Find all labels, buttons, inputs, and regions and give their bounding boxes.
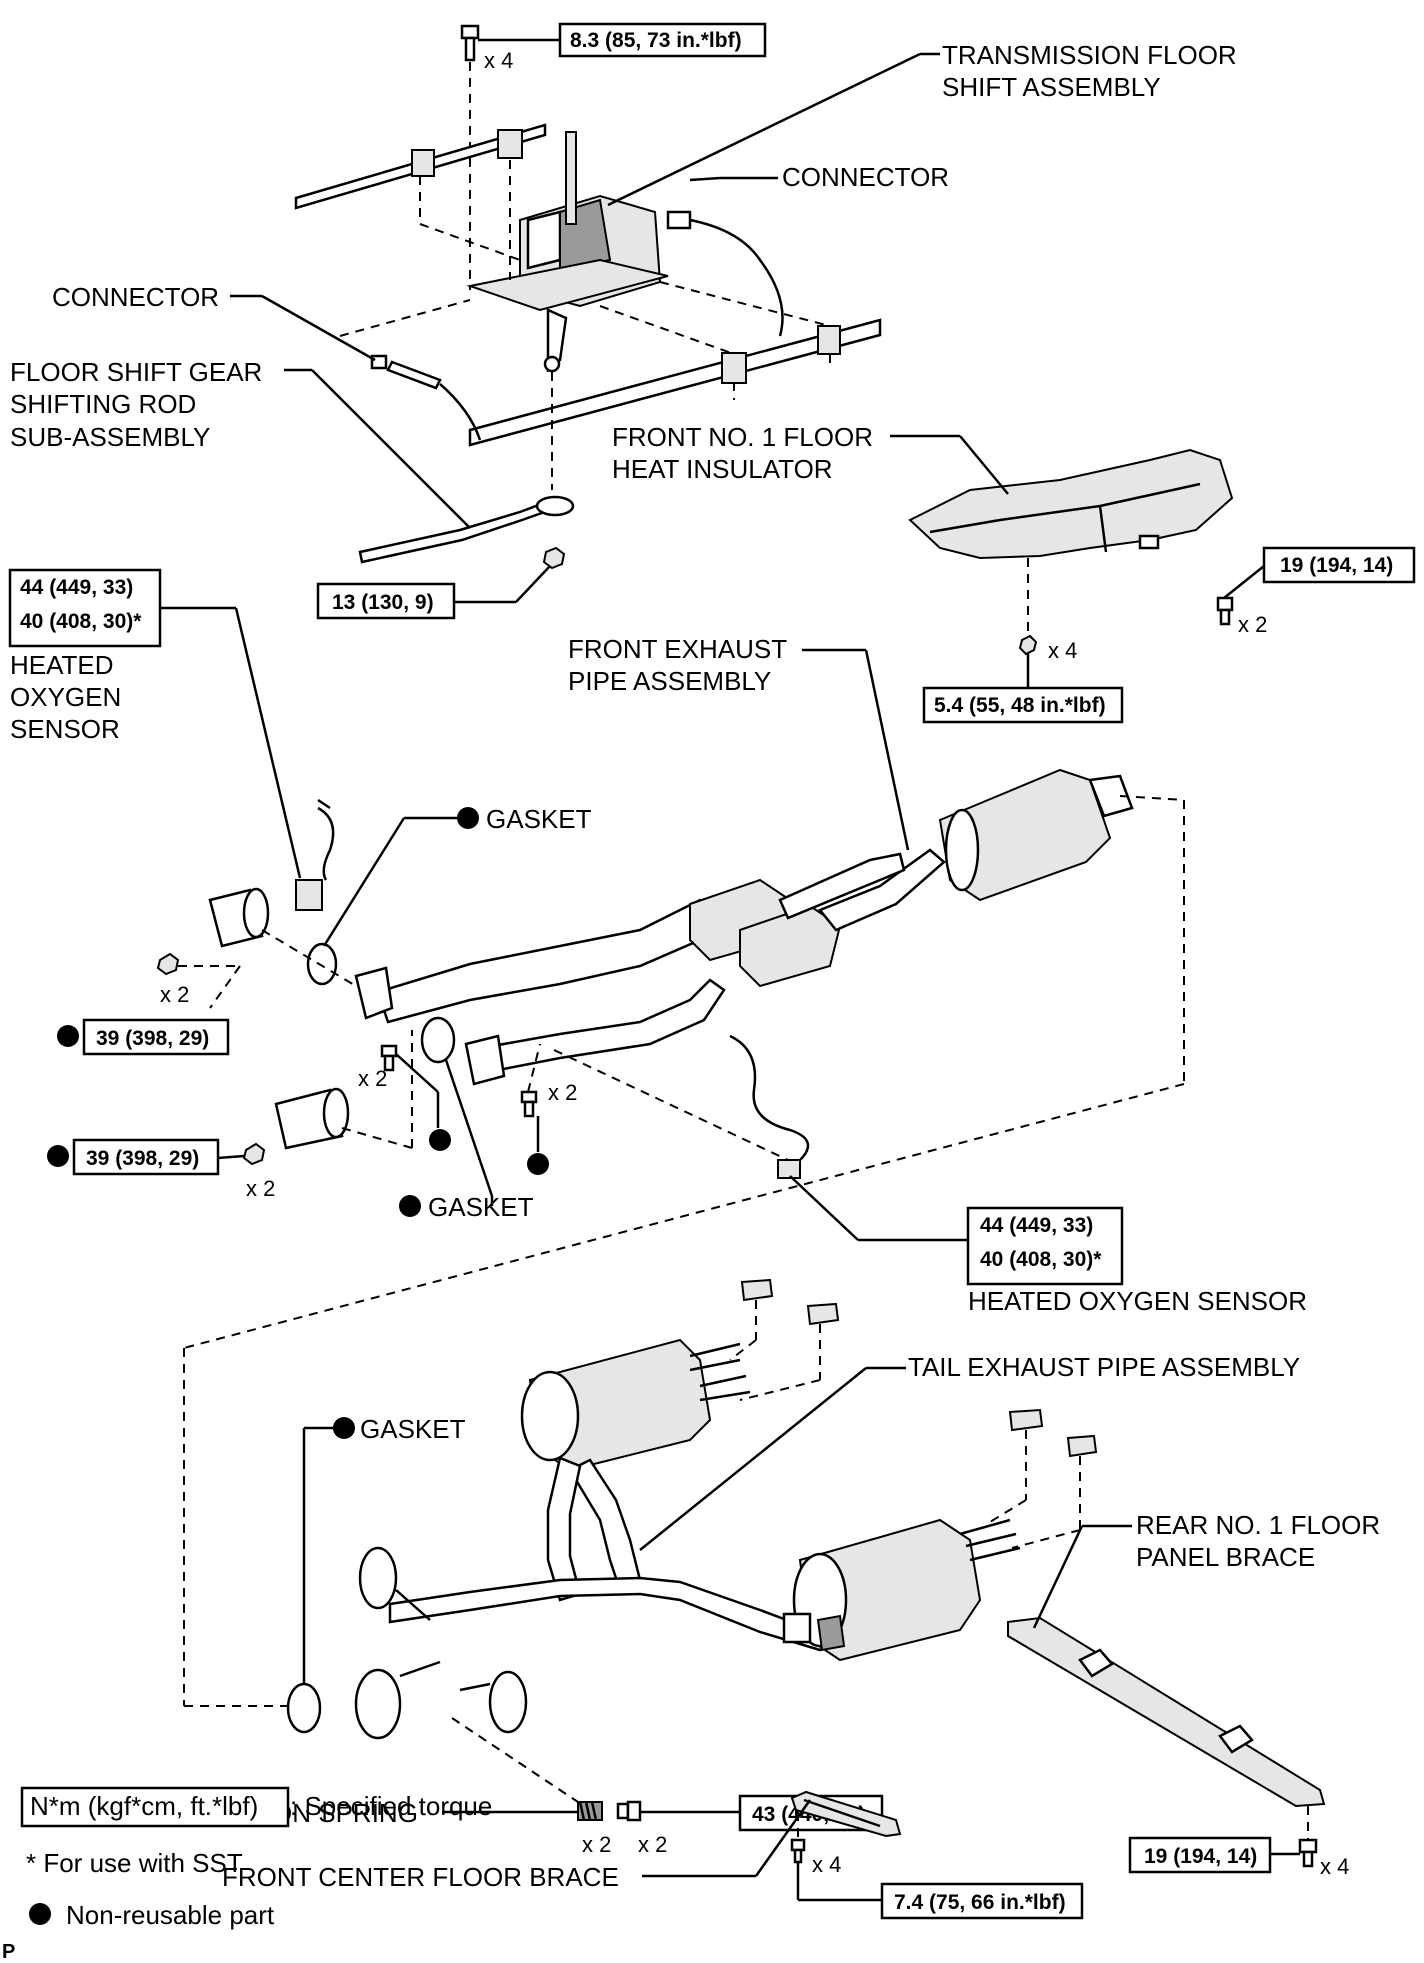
nonreusable-dot-gasket-3	[333, 1417, 355, 1439]
insulator-nut-torque-box	[922, 686, 1124, 724]
bolt-mid-left-count: x 2	[358, 1066, 387, 1091]
rear-floor-panel-brace-part	[1007, 1616, 1326, 1808]
legend-torque-box-text: N*m (kgf*cm, ft.*lbf)	[30, 1791, 258, 1821]
shift-bolt-count: x 4	[484, 48, 513, 73]
insulator-bolt-torque-box	[1262, 546, 1416, 584]
compression-spring-icon	[577, 1801, 603, 1821]
heated-oxygen-sensor-right	[729, 1034, 810, 1179]
sensor-right-torque-1: 44 (449, 33)	[980, 1214, 1093, 1237]
insulator-bolt-count: x 2	[1238, 612, 1267, 637]
gasket-3-label: GASKET	[360, 1414, 466, 1444]
heat-insulator-label-1: FRONT NO. 1 FLOOR	[612, 422, 873, 452]
sensor-left-torque-2: 40 (408, 30)*	[20, 610, 142, 633]
rear-brace-label-1: REAR NO. 1 FLOOR	[1136, 1510, 1380, 1540]
front-exhaust-label-2: PIPE ASSEMBLY	[568, 666, 771, 696]
gasket-1-part	[306, 942, 338, 986]
gasket-3-part	[286, 1682, 322, 1734]
transmission-floor-shift-unit	[466, 131, 669, 373]
nut-lower-torque-box	[72, 1138, 220, 1176]
gasket-2-label: GASKET	[428, 1192, 534, 1222]
bolt-mid-left-icon	[380, 1044, 398, 1072]
front-exhaust-pipe-part	[208, 768, 1134, 1150]
legend-torque-box	[20, 1786, 290, 1828]
insulator-nut-torque: 5.4 (55, 48 in.*lbf)	[934, 694, 1106, 717]
center-brace-bolt-icon	[790, 1838, 806, 1864]
sensor-left-torque-1: 44 (449, 33)	[20, 576, 133, 599]
front-heat-insulator-part	[908, 448, 1234, 560]
nonreusable-legend-dot	[29, 1903, 51, 1925]
insulator-nut-count: x 4	[1048, 638, 1077, 663]
spring-bolt-count: x 2	[638, 1832, 667, 1857]
center-brace-bolt-torque: 7.4 (75, 66 in.*lbf)	[894, 1891, 1066, 1914]
nut-upper-torque: 39 (398, 29)	[96, 1027, 209, 1050]
insulator-bolt-torque: 19 (194, 14)	[1280, 554, 1393, 577]
heated-oxygen-sensor-left	[295, 798, 335, 911]
rear-brace-label-2: PANEL BRACE	[1136, 1542, 1315, 1572]
transmission-floor-shift-label-1: TRANSMISSION FLOOR	[942, 40, 1237, 70]
nonreusable-dot-bolt-mid-left	[429, 1129, 451, 1151]
nut-upper-torque-box	[82, 1018, 230, 1056]
tail-exhaust-pipe-part	[354, 1278, 1098, 1740]
connector-upper-label: CONNECTOR	[782, 162, 949, 192]
sensor-left-torque-box	[8, 568, 162, 648]
heated-o2-right-label: HEATED OXYGEN SENSOR	[968, 1286, 1307, 1316]
shift-bolt-torque-box	[558, 22, 767, 58]
nonreusable-dot-gasket-2	[399, 1195, 421, 1217]
heated-o2-left-label-2: OXYGEN	[10, 682, 121, 712]
spring-count: x 2	[582, 1832, 611, 1857]
insulator-nut-icon	[1018, 634, 1038, 656]
nut-upper-count: x 2	[160, 982, 189, 1007]
legend-nonreusable: Non-reusable part	[66, 1900, 275, 1930]
connector-left-label: CONNECTOR	[52, 282, 219, 312]
bolt-mid-right-icon	[520, 1090, 538, 1118]
front-center-floor-brace-part	[790, 1790, 902, 1838]
spring-bolt-icon	[616, 1800, 642, 1822]
rear-brace-bolt-icon	[1298, 1838, 1318, 1868]
floor-shift-rod-label-2: SHIFTING ROD	[10, 389, 196, 419]
heated-o2-left-label-1: HEATED	[10, 650, 114, 680]
front-exhaust-label-1: FRONT EXHAUST	[568, 634, 787, 664]
nut-lower-icon	[242, 1142, 266, 1166]
rear-brace-bolt-count: x 4	[1320, 1854, 1349, 1879]
rod-nut-torque: 13 (130, 9)	[332, 591, 434, 614]
insulator-bolt-icon	[1216, 596, 1234, 626]
bolt-mid-right-count: x 2	[548, 1080, 577, 1105]
floor-shift-rod-label-1: FLOOR SHIFT GEAR	[10, 357, 262, 387]
center-brace-bolt-torque-box	[880, 1882, 1084, 1920]
front-center-brace-label: FRONT CENTER FLOOR BRACE	[222, 1862, 619, 1892]
nut-upper-icon	[156, 952, 180, 976]
shift-bolt-icon	[460, 24, 480, 62]
shift-bolt-torque: 8.3 (85, 73 in.*lbf)	[570, 29, 742, 52]
nonreusable-dot-nut-lower	[47, 1145, 69, 1167]
nut-lower-torque: 39 (398, 29)	[86, 1147, 199, 1170]
heat-insulator-label-2: HEAT INSULATOR	[612, 454, 833, 484]
rod-nut-torque-box	[316, 582, 456, 620]
gasket-2-part	[420, 1016, 456, 1064]
legend: N*m (kgf*cm, ft.*lbf) : Specified torque	[20, 1786, 492, 1828]
legend-sst-note: * For use with SST	[26, 1848, 243, 1878]
transmission-floor-shift-label-2: SHIFT ASSEMBLY	[942, 72, 1161, 102]
center-brace-bolt-count: x 4	[812, 1852, 841, 1877]
rear-brace-bolt-torque: 19 (194, 14)	[1144, 1845, 1257, 1868]
shift-assembly-group: x 4 8.3 (85, 73 in.*lbf)	[294, 22, 882, 570]
floor-shift-rod-label-3: SUB-ASSEMBLY	[10, 422, 210, 452]
gasket-1-label: GASKET	[486, 804, 592, 834]
heated-o2-left-label-3: SENSOR	[10, 714, 120, 744]
corner-mark: P	[2, 1941, 15, 1963]
nonreusable-dot-bolt-mid-right	[527, 1153, 549, 1175]
tail-exhaust-label: TAIL EXHAUST PIPE ASSEMBLY	[908, 1352, 1300, 1382]
nut-lower-count: x 2	[246, 1176, 275, 1201]
nonreusable-dot-nut-upper	[57, 1025, 79, 1047]
sensor-right-torque-2: 40 (408, 30)*	[980, 1248, 1102, 1271]
rear-brace-bolt-torque-box	[1128, 1836, 1272, 1874]
legend-torque-desc: : Specified torque	[290, 1791, 492, 1821]
nonreusable-dot-gasket-1	[457, 807, 479, 829]
sensor-right-torque-box	[966, 1206, 1124, 1286]
